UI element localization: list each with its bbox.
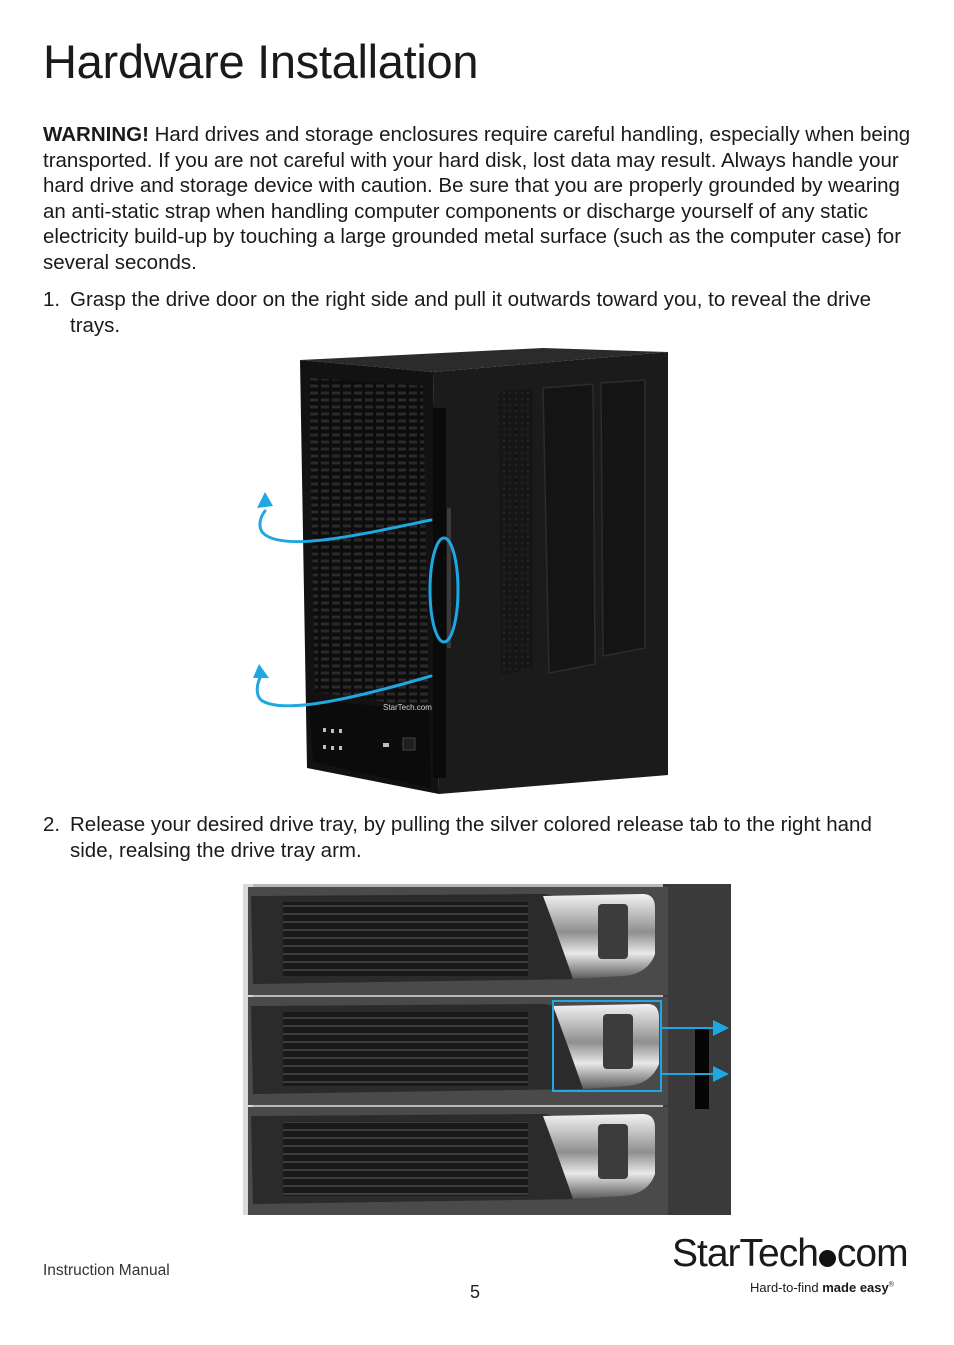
logo-tagline-a: Hard-to-find xyxy=(750,1280,823,1295)
logo-name-b: com xyxy=(836,1232,909,1275)
page-title: Hardware Installation xyxy=(43,35,479,88)
warning-text: Hard drives and storage enclosures requi… xyxy=(43,123,911,274)
logo-dot-icon xyxy=(818,1250,836,1267)
drive-trays-image xyxy=(243,884,731,1215)
step-text: Grasp the drive door on the right side a… xyxy=(70,288,872,337)
pull-arrow-lower xyxy=(255,674,433,708)
logo-reg-mark: ® xyxy=(888,1281,894,1289)
enclosure-logo: StarTech.com xyxy=(383,703,432,712)
release-arrow-lower xyxy=(713,1066,729,1082)
logo-name-a: StarTech xyxy=(672,1232,819,1275)
pull-arrow-upper xyxy=(258,509,433,544)
release-tab-highlight xyxy=(552,1000,662,1092)
step-number: 2. xyxy=(43,813,61,836)
step-number: 1. xyxy=(43,288,61,311)
release-arrow-upper xyxy=(713,1020,729,1036)
page-number: 5 xyxy=(470,1282,481,1302)
step-text: Release your desired drive tray, by pull… xyxy=(70,813,872,862)
door-handle-highlight xyxy=(428,536,460,644)
step-item: 2. Release your desired drive tray, by p… xyxy=(43,812,913,863)
step-item: 1. Grasp the drive door on the right sid… xyxy=(43,287,913,338)
logo-tagline-b: made easy xyxy=(822,1280,889,1295)
warning-paragraph: WARNING! Hard drives and storage enclosu… xyxy=(43,122,913,276)
footer-manual-label: Instruction Manual xyxy=(43,1262,170,1279)
enclosure-tower-image: StarTech.com xyxy=(253,348,668,794)
warning-label: WARNING! xyxy=(43,123,149,146)
startech-logo: StarTech com Hard-to-find made easy® xyxy=(672,1232,912,1300)
